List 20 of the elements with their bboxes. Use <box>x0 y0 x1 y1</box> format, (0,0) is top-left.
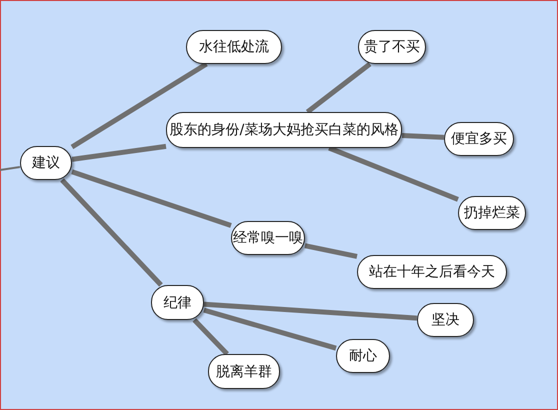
connector-line <box>328 146 459 202</box>
topic-bubble: 便宜多买 <box>444 122 514 156</box>
topic-bubble: 扔掉烂菜 <box>458 196 526 230</box>
connector-line <box>72 144 166 162</box>
connector-line <box>304 243 358 259</box>
connector-line <box>60 178 163 287</box>
topic-bubble: 贵了不买 <box>358 30 426 64</box>
connector-line <box>192 318 229 356</box>
topic-bubble: 股东的身份/菜场大妈抢买白菜的风格 <box>166 112 402 148</box>
connector-line <box>402 132 444 140</box>
topic-bubble: 脱离羊群 <box>208 354 280 389</box>
connector-line <box>0 166 20 171</box>
connector-line <box>204 302 418 321</box>
connector-line <box>306 62 372 114</box>
connector-line <box>203 308 337 351</box>
topic-bubble: 经常嗅一嗅 <box>231 221 305 255</box>
topic-bubble: 水往低处流 <box>186 30 282 64</box>
connector-line <box>70 62 208 150</box>
topic-bubble: 站在十年之后看今天 <box>357 255 507 289</box>
connector-line <box>71 169 232 228</box>
